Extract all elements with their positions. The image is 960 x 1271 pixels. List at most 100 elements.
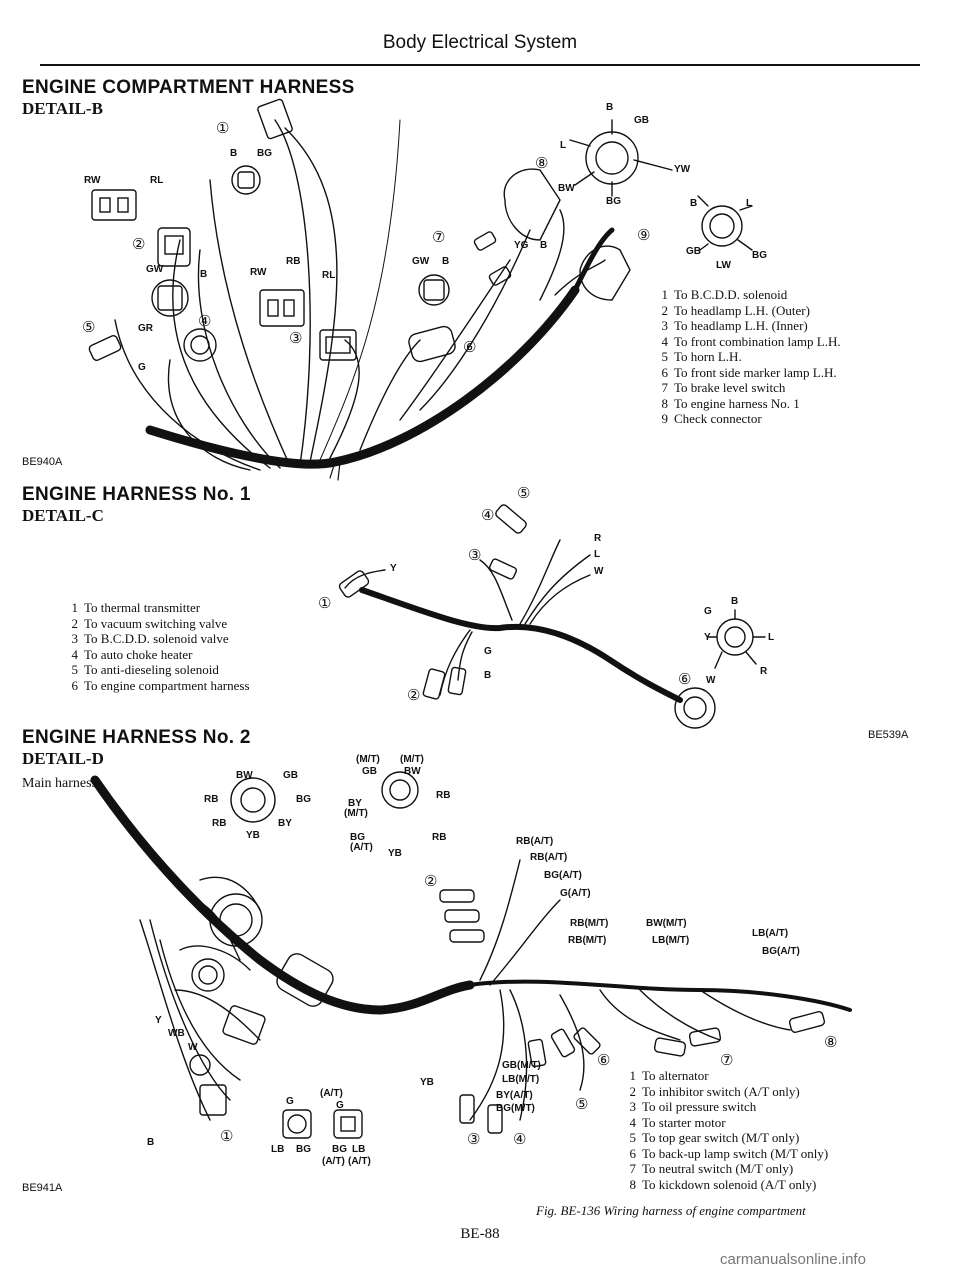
wire-label: YB [420,1077,434,1088]
callout: ③ [289,331,303,347]
wire-label: BY [278,818,292,829]
wire-label: RL [150,175,164,186]
wire-label: LB(A/T) [752,928,789,939]
wire-label: R [594,533,602,544]
callout: ① [216,121,230,137]
wire-label: BG(A/T) [762,946,800,957]
callout: ④ [513,1132,527,1148]
detail-c-subtitle: DETAIL-C [22,506,104,525]
callout: ④ [481,508,495,524]
wire-label: Y [155,1015,162,1026]
wire-label: B [540,240,548,251]
wire-label: RB(A/T) [530,852,568,863]
watermark: carmanualsonline.info [720,1251,866,1268]
wire-label: B [731,596,739,607]
callout: ⑥ [678,672,692,688]
wire-label: LB(M/T) [502,1074,540,1085]
wire-label: BG [332,1144,347,1155]
wire-label: W [706,675,716,686]
wire-label: RB(M/T) [570,918,609,929]
wire-label: B [200,269,208,280]
wire-label: RB [286,256,301,267]
wire-label: L [560,140,567,151]
callout: ② [424,874,438,890]
page-header: Body Electrical System [382,32,578,53]
wire-label: RB [212,818,227,829]
detail-d-code: BE941A [22,1182,63,1194]
wire-label: BG(M/T) [496,1103,535,1114]
callout: ⑤ [575,1097,589,1113]
page-number: BE-88 [460,1226,500,1242]
wire-label: (A/T) [322,1156,345,1167]
header-rule [40,64,920,66]
main-harness-label: Main harness [22,776,98,791]
wire-label: BG [606,196,621,207]
wire-label: BW [404,766,421,777]
wire-label: GB [362,766,377,777]
callout: ② [132,237,146,253]
wire-label: G(A/T) [560,888,591,899]
wire-label: BG(A/T) [544,870,582,881]
detail-b-title: ENGINE COMPARTMENT HARNESS [22,77,355,98]
wire-label: YB [388,848,402,859]
wire-label: G [336,1100,344,1111]
figure-caption: Fig. BE-136 Wiring harness of engine com… [536,1203,806,1218]
detail-d-subtitle: DETAIL-D [22,749,104,768]
wire-label: BG [752,250,767,261]
wire-label: L [746,198,753,209]
detail-c-code: BE539A [868,729,909,741]
wire-label: LW [716,260,731,271]
wire-label: RB(M/T) [568,935,607,946]
wire-label: B [484,670,492,681]
callout: ① [318,596,332,612]
wire-label: LB(M/T) [652,935,690,946]
wire-label: RW [84,175,101,186]
wire-label: Y [704,632,711,643]
wire-label: RB [204,794,219,805]
callout: ⑥ [463,340,477,356]
callout: ④ [198,314,212,330]
callout: ⑥ [597,1053,611,1069]
wire-label: G [286,1096,294,1107]
wire-label: W [594,566,604,577]
detail-b-subtitle: DETAIL-B [22,99,103,118]
wire-label: B [230,148,238,159]
callout: ③ [467,1132,481,1148]
wire-label: B [606,102,614,113]
wire-label: G [138,362,146,373]
callout: ③ [468,548,482,564]
wire-label: GB [283,770,298,781]
wire-label: (A/T) [348,1156,371,1167]
wire-label: (M/T) [356,754,380,765]
detail-d-title: ENGINE HARNESS No. 2 [22,727,251,748]
callout: ① [220,1129,234,1145]
callout: ⑤ [517,486,531,502]
wire-label: LB [271,1144,285,1155]
wire-label: GR [138,323,153,334]
wire-label: (M/T) [344,808,368,819]
wire-label: W [188,1042,198,1053]
wire-label: YW [674,164,691,175]
wire-label: (A/T) [320,1088,343,1099]
wire-label: RB(A/T) [516,836,554,847]
callout: ⑧ [535,156,549,172]
wire-label: GB [686,246,701,257]
